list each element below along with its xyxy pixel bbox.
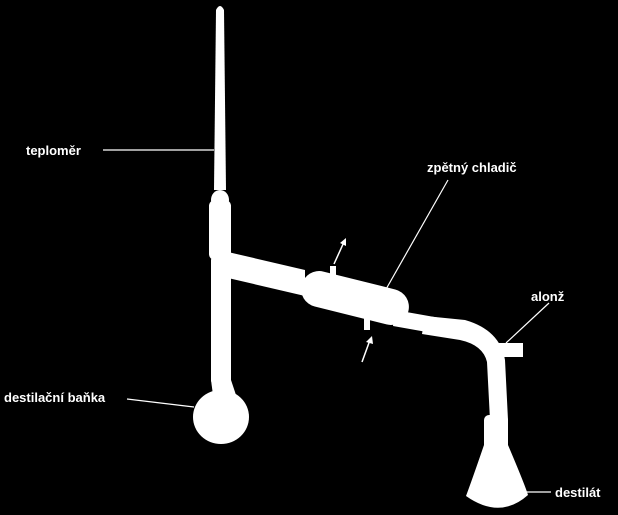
distillation-flask (193, 200, 249, 444)
condenser (301, 266, 440, 334)
side-arm (228, 252, 305, 296)
adapter-leader (505, 302, 550, 344)
flask-leader (126, 398, 195, 408)
receiving-flask (466, 415, 528, 508)
label-condenser: zpětný chladič (427, 160, 517, 175)
adapter (422, 316, 523, 420)
label-adapter: alonž (531, 289, 565, 304)
leader-lines (103, 149, 551, 493)
label-flask: destilační baňka (4, 390, 106, 405)
distillation-apparatus (193, 6, 528, 508)
coolant-arrows (333, 238, 373, 363)
thermometer (211, 6, 229, 210)
label-distillate: destilát (555, 485, 601, 500)
label-thermometer: teploměr (26, 143, 81, 158)
condenser-leader (384, 179, 449, 292)
